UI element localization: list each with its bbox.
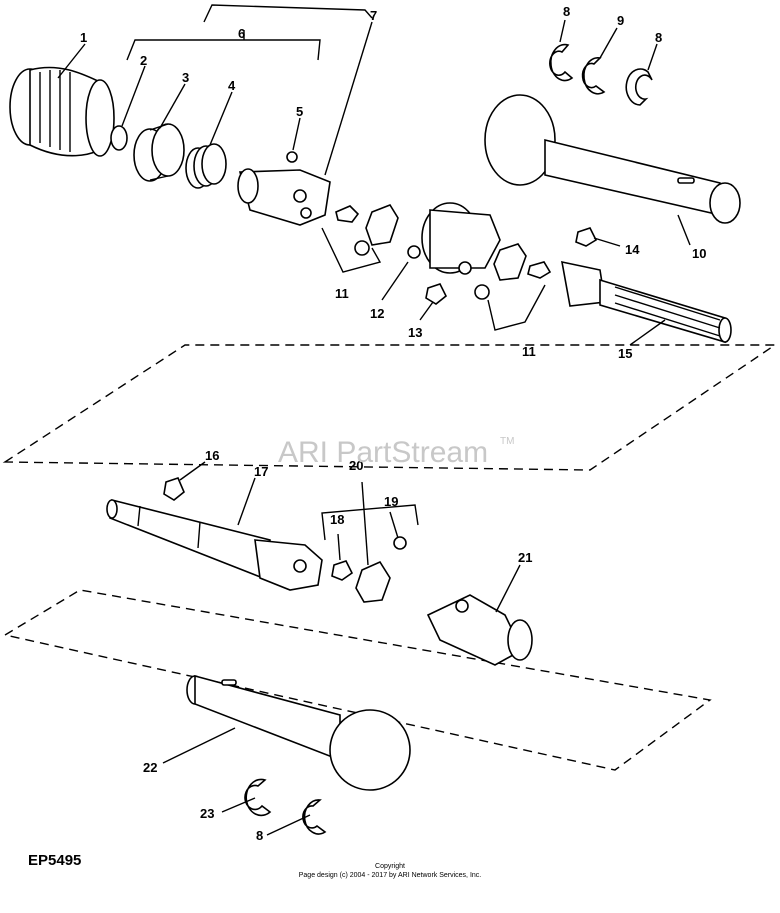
callout-11-right: 11 [522,344,536,359]
part-16-fitting [163,477,185,501]
callout-22: 22 [143,760,157,775]
part-8-snap-ring-top-right [625,68,653,106]
callout-2: 2 [140,53,147,68]
watermark-trademark: TM [500,436,514,447]
part-2-ring [110,125,128,151]
copyright-line-2: Page design (c) 2004 - 2017 by ARI Netwo… [298,872,482,879]
callout-8-top-right: 8 [655,30,662,45]
callout-19: 19 [384,494,398,509]
copyright-footer: Copyright Page design (c) 2004 - 2017 by… [0,862,780,880]
part-19-ring [393,536,407,550]
part-22-inner-shield [186,674,411,791]
part-4-spring [185,143,227,189]
callout-9: 9 [617,13,624,28]
part-8-snap-ring-bottom [302,799,327,835]
callout-18: 18 [330,512,344,527]
part-13-fitting [425,283,448,305]
part-10-shield-tube [484,94,741,224]
part-11-cross-upper [335,204,399,256]
callout-12: 12 [370,306,384,321]
part-14-fitting [575,227,598,247]
callout-13: 13 [408,325,422,340]
part-18-fitting [331,560,354,581]
watermark: ARI PartStream [278,436,488,469]
part-12-center-yoke [407,202,501,275]
copyright-line-1: Copyright [375,863,405,870]
callout-8-top-left: 8 [563,4,570,19]
callout-14: 14 [625,242,640,257]
callout-15: 15 [618,346,632,361]
upper-dashed-outline [2,344,778,471]
part-9-clip [581,57,606,95]
lower-dashed-outline [3,589,712,771]
part-7-yoke [237,168,331,226]
callout-11-left: 11 [335,286,349,301]
callout-6: 6 [238,26,245,41]
callout-20: 20 [349,458,363,473]
part-17-inner-shaft [106,498,323,591]
callout-17: 17 [254,464,268,479]
callout-21: 21 [518,550,532,565]
part-1-boot [9,66,115,157]
part-20-cross [355,560,391,603]
callout-1: 1 [80,30,87,45]
callout-7: 7 [370,8,377,23]
part-8-snap-ring-top-left [549,43,574,82]
part-15-splined-shaft [560,260,732,344]
part-23-clip [244,778,272,817]
part-11-cross-lower [474,243,552,300]
part-21-yoke [426,594,533,666]
callout-10: 10 [692,246,706,261]
callout-23: 23 [200,806,214,821]
callout-3: 3 [182,70,189,85]
part-3-collar [133,123,185,182]
callout-8-bottom: 8 [256,828,263,843]
callout-4: 4 [228,78,236,93]
leader-lines [57,4,691,836]
callout-5: 5 [296,104,303,119]
part-5-pin [286,151,298,163]
diagram-id: EP5495 [28,852,82,869]
callout-16: 16 [205,448,219,463]
